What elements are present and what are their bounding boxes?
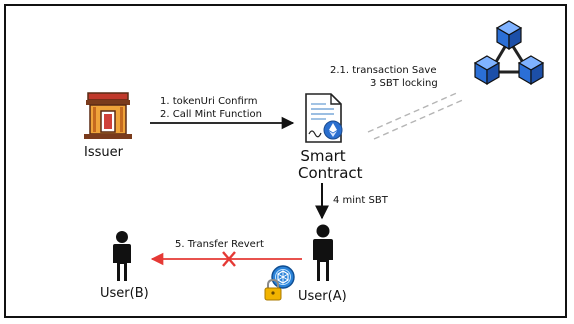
padlock-icon xyxy=(264,278,282,301)
red-x-icon xyxy=(222,251,236,267)
transfer-revert-label: 5. Transfer Revert xyxy=(175,239,264,250)
smart-contract-label-line1: Smart xyxy=(300,147,346,165)
user-a-label: User(A) xyxy=(298,289,347,304)
blockchain-network-icon xyxy=(473,20,545,86)
person-icon xyxy=(113,231,131,281)
user-b-label: User(B) xyxy=(100,286,149,301)
chain-dashed-link xyxy=(367,91,466,140)
smart-contract-label: Smart Contract xyxy=(298,147,363,183)
mint-step2-label: 2. Call Mint Function xyxy=(160,109,262,120)
mint-sbt-label: 4 mint SBT xyxy=(333,195,388,206)
smart-contract-label-line2: Contract xyxy=(298,164,363,183)
chain-step2-label: 3 SBT locking xyxy=(370,78,438,89)
sbt-token-icon xyxy=(271,265,295,289)
mint-step1-label: 1. tokenUri Confirm xyxy=(160,96,258,107)
bank-building-icon xyxy=(84,92,132,139)
contract-document-icon xyxy=(305,93,343,143)
issuer-label: Issuer xyxy=(84,145,123,160)
person-icon xyxy=(313,224,333,281)
chain-step1-label: 2.1. transaction Save xyxy=(330,65,437,76)
